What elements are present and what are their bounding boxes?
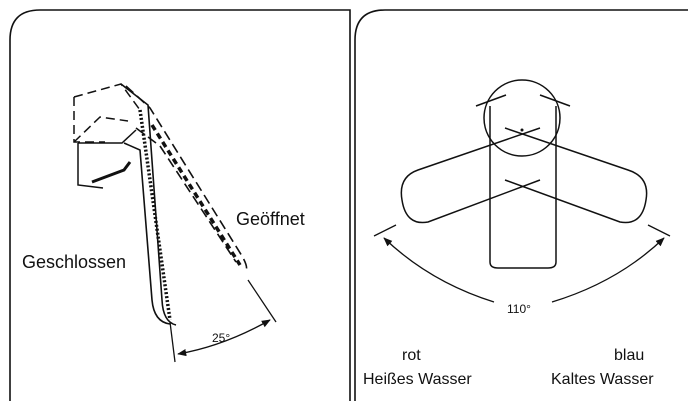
left-panel: Geschlossen Geöffnet 25° bbox=[9, 9, 351, 401]
faucet-top-circle bbox=[483, 79, 561, 157]
lever-center bbox=[489, 106, 557, 269]
cold-water-label: Kaltes Wasser bbox=[551, 371, 654, 388]
label-open: Geöffnet bbox=[236, 209, 305, 229]
lever-cold-position bbox=[504, 94, 648, 224]
cold-color-word: blau bbox=[614, 347, 644, 364]
faucet-center-dot bbox=[520, 128, 524, 132]
angle-25-label: 25° bbox=[212, 331, 230, 345]
faucet-body-outline bbox=[73, 83, 141, 189]
lever-closed bbox=[120, 83, 177, 326]
right-panel: 110° rot Heißes Wasser blau Kaltes Wasse… bbox=[354, 9, 688, 401]
hot-water-label: Heißes Wasser bbox=[363, 371, 472, 388]
left-panel-frame bbox=[9, 9, 351, 401]
angle-110-label: 110° bbox=[507, 302, 531, 316]
angle-25-dimension bbox=[169, 279, 277, 363]
lever-hot-position bbox=[400, 94, 541, 224]
hot-color-word: rot bbox=[402, 347, 421, 364]
right-panel-frame bbox=[354, 9, 688, 401]
label-closed: Geschlossen bbox=[22, 252, 126, 272]
lever-open bbox=[125, 85, 248, 273]
angle-110-dimension bbox=[373, 224, 671, 303]
